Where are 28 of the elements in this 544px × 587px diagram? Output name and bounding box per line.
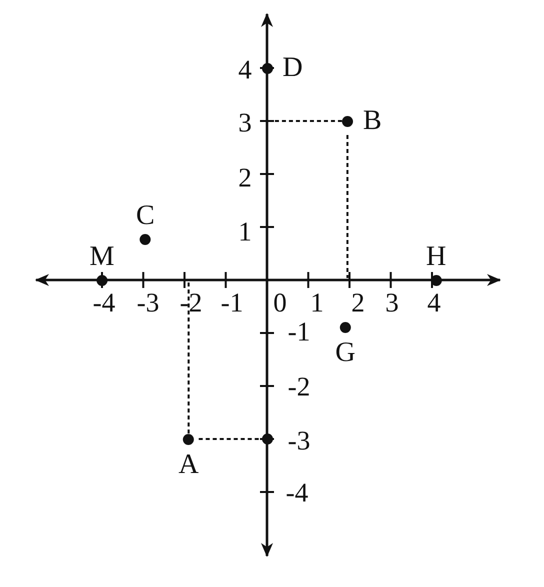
tick-label: 4: [238, 56, 252, 84]
dashed-line: [346, 135, 348, 278]
dashed-line: [198, 438, 262, 440]
tick-label: -2: [288, 374, 310, 400]
dashed-line: [269, 120, 342, 122]
tick-label: 1: [238, 218, 252, 246]
point-label: M: [90, 242, 114, 270]
point-label: G: [335, 339, 356, 368]
tick-label: -4: [286, 480, 308, 506]
point-label: D: [282, 54, 303, 82]
tick-label: 2: [238, 164, 252, 192]
tick-label: -1: [288, 318, 310, 346]
point-label: A: [178, 450, 199, 478]
tick-label: -2: [180, 290, 202, 316]
tick-label: 3: [238, 110, 252, 136]
tick-label: 4: [427, 290, 441, 316]
tick-label: -3: [136, 290, 160, 316]
tick-label: 1: [310, 290, 324, 316]
tick-label: -1: [220, 290, 244, 316]
tick-label: 0: [273, 290, 287, 316]
point-label: H: [426, 242, 446, 270]
tick-label: 2: [351, 290, 365, 316]
tick-label: 3: [385, 290, 399, 316]
point-label: B: [362, 107, 382, 135]
dashed-line: [188, 282, 190, 434]
point-label: C: [136, 202, 155, 230]
tick-label: -4: [92, 290, 116, 316]
tick-label: -3: [288, 428, 310, 454]
